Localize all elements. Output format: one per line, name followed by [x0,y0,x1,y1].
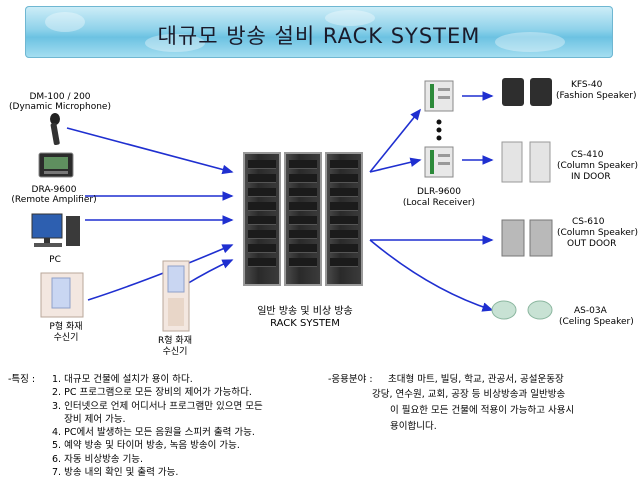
pc-label: PC [49,255,61,265]
applications-label: -응용분야 : [328,374,373,385]
applications-item: 강당, 연수원, 교회, 공장 등 비상방송과 일반방송 [372,389,566,400]
local-receiver-icon [424,80,454,112]
features-label: -특징 : [8,374,36,385]
features-item: 1. 대규모 건물에 설치가 용이 하다. [52,374,193,385]
receiver-model-label: DLR-9600 [417,187,461,197]
features-list: 1. 대규모 건물에 설치가 용이 하다. 2. PC 프로그램으로 모든 장비… [52,373,263,479]
column-speaker-indoor-icon [501,141,551,183]
title-banner: 대규모 방송 설비 RACK SYSTEM [25,6,613,58]
applications-list: 강당, 연수원, 교회, 공장 등 비상방송과 일반방송 이 필요한 모든 건물… [372,387,574,435]
features-item: 장비 제어 가능. [52,413,126,425]
kfs-model-label: KFS-40 [571,80,603,90]
as03a-desc-label: (Celing Speaker) [559,317,634,327]
features-item: 4. PC에서 발생하는 모든 음원을 스피커 출력 가능. [52,427,255,439]
rack-cabinet [243,152,281,286]
cs410-extra-label: IN DOOR [571,172,611,182]
mic-model-label: DM-100 / 200 [29,92,91,102]
pc-icon [31,213,80,247]
p-fire-label-1: P형 화재 [49,322,83,332]
rack-cabinet [284,152,322,286]
applications-item: 초대형 마트, 빌딩, 학교, 관공서, 공설운동장 [388,374,564,385]
rack-caption-2: RACK SYSTEM [270,318,340,329]
kfs-desc-label: (Fashion Speaker) [556,91,637,101]
rack-caption-1: 일반 방송 및 비상 방송 [257,306,353,317]
cs610-model-label: CS-610 [572,217,605,227]
cs410-desc-label: (Column Speaker) [557,161,638,171]
microphone-icon [50,113,60,146]
ellipsis-dots-icon [436,119,442,141]
features-item: 2. PC 프로그램으로 모든 장비의 제어가 가능하다. [52,387,252,399]
applications-list: 초대형 마트, 빌딩, 학교, 관공서, 공설운동장 [388,373,564,386]
applications-item: 이 필요한 모든 건물에 적용이 가능하고 사용시 [390,405,575,416]
r-fire-label-1: R형 화재 [158,336,192,346]
cs610-desc-label: (Column Speaker) [557,228,638,238]
features-item: 3. 인터넷으로 언제 어디서나 프로그램만 있으면 모든 [52,400,263,412]
column-speaker-outdoor-icon [501,219,553,257]
r-fire-label-2: 수신기 [162,347,188,357]
amp-desc-label: (Remote Amplifier) [11,195,97,205]
features-item: 7. 방송 내의 확인 및 출력 가능. [52,467,179,479]
remote-amplifier-icon [38,152,74,178]
amp-model-label: DRA-9600 [31,185,77,195]
fire-receiver-r-icon [162,260,190,332]
page-title: 대규모 방송 설비 RACK SYSTEM [157,24,481,48]
features-item: 5. 예약 방송 및 타이머 방송, 녹음 방송이 가능. [52,440,240,452]
mic-desc-label: (Dynamic Microphone) [9,102,111,112]
features-item: 6. 자동 비상방송 기능. [52,453,144,465]
cs410-model-label: CS-410 [571,150,604,160]
as03a-model-label: AS-03A [574,306,607,316]
cs610-extra-label: OUT DOOR [567,239,617,249]
fashion-speaker-icon [502,78,552,106]
rack-cabinet [325,152,363,286]
p-fire-label-2: 수신기 [53,333,79,343]
local-receiver-icon [424,146,454,178]
applications-item: 용이합니다. [390,421,437,432]
fire-receiver-p-icon [40,272,84,318]
ceiling-speaker-icon [491,300,553,320]
receiver-desc-label: (Local Receiver) [402,198,476,208]
